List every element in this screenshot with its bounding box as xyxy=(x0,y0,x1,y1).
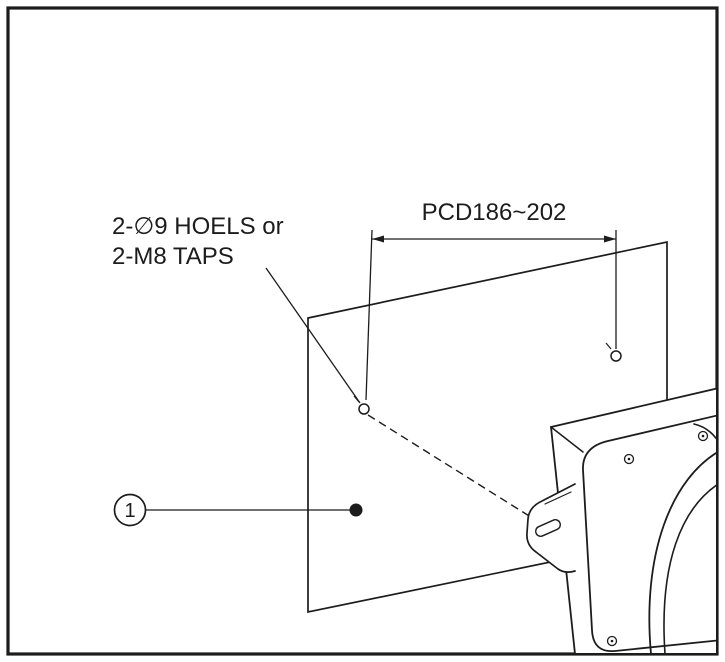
motor-corner-chamfer xyxy=(550,426,584,453)
motor-cylinder-top-arc xyxy=(693,423,716,440)
ear-slot xyxy=(534,519,562,537)
motor-cylinder-inner-arc xyxy=(663,484,716,653)
flange-screw-icon xyxy=(606,635,618,647)
balloon-callout-1: 1 xyxy=(113,493,363,527)
dimension-arrow-left-icon xyxy=(372,235,384,243)
motor-top-edge xyxy=(550,387,716,428)
mounting-ear-thickness-line xyxy=(544,491,572,505)
extension-line-left xyxy=(365,229,373,401)
reference-dot xyxy=(349,503,363,517)
note-leader-line xyxy=(265,267,361,404)
flange-screw-icon xyxy=(697,430,709,442)
motor-cylinder-outer-arc xyxy=(648,452,716,653)
drawing-border xyxy=(6,6,719,656)
hole-note: 2-∅9 HOELS or 2-M8 TAPS xyxy=(112,213,361,404)
flange-face xyxy=(582,414,716,653)
hole-note-line2: 2-M8 TAPS xyxy=(112,243,234,270)
balloon-number: 1 xyxy=(124,500,135,522)
motor-body-fill xyxy=(551,388,716,653)
alignment-dashed-line xyxy=(367,414,535,520)
dimension-arrow-right-icon xyxy=(604,235,616,243)
hole-note-line1: 2-∅9 HOELS or xyxy=(112,213,284,240)
motor-unit xyxy=(526,387,716,653)
mounting-ear xyxy=(526,483,576,573)
dimension-label: PCD186~202 xyxy=(422,199,567,226)
pcd-dimension: PCD186~202 xyxy=(365,199,617,401)
mounting-hole-right xyxy=(605,342,622,362)
mounting-ear-fill xyxy=(526,484,575,573)
balloon-circle xyxy=(113,493,147,527)
flange-screw-icon xyxy=(623,453,635,465)
